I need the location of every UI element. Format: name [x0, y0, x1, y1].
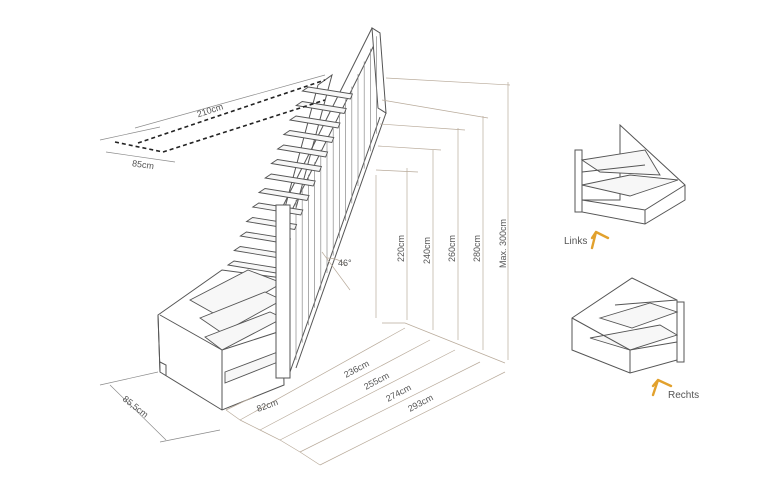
length-label-82: 82cm — [255, 397, 279, 414]
depth-base-label: 85,5cm — [121, 394, 150, 420]
stair-tread — [276, 144, 329, 158]
stair-tread — [264, 173, 316, 187]
width-side-label: 85cm — [131, 158, 154, 171]
stair-tread — [270, 159, 323, 173]
left-variant-label: Links — [564, 236, 587, 247]
height-label-220: 220cm — [396, 235, 406, 262]
right-variant-diagram: Rechts — [571, 277, 699, 401]
stair-tread — [257, 188, 310, 202]
height-label-240: 240cm — [422, 237, 432, 264]
left-arrow-icon — [590, 230, 610, 250]
stair-tread — [295, 101, 347, 115]
stair-tread — [282, 130, 335, 144]
length-label-274: 274cm — [384, 382, 413, 404]
balusters — [295, 36, 377, 360]
right-arrow-icon — [651, 378, 673, 397]
length-label-293: 293cm — [406, 392, 435, 414]
stair-tread — [226, 260, 279, 274]
length-label-236: 236cm — [342, 358, 371, 380]
stair-tread — [288, 115, 341, 129]
right-variant-label: Rechts — [668, 390, 699, 401]
main-staircase — [157, 27, 387, 411]
left-variant-diagram: Links — [564, 123, 686, 250]
height-label-max: Max. 300cm — [498, 219, 508, 268]
height-label-280: 280cm — [472, 235, 482, 262]
angle-label: 46° — [338, 258, 352, 268]
stair-tread — [301, 86, 354, 100]
height-label-260: 260cm — [447, 235, 457, 262]
stairwell-opening: 210cm 85cm — [99, 74, 326, 171]
width-top-label: 210cm — [196, 101, 225, 119]
height-dimensions: 220cm 240cm 260cm 280cm Max. 300cm — [375, 77, 511, 364]
angle-marker: 46° — [321, 251, 352, 291]
